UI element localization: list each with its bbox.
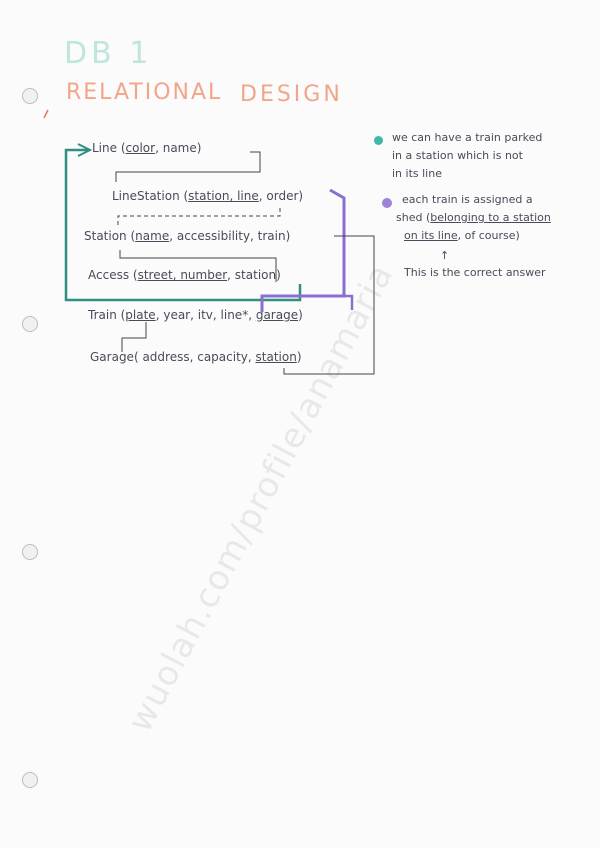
- arrow-line-linestation: [115, 151, 261, 182]
- up-arrow: ↑: [440, 249, 450, 262]
- relation-line: Line (color, name): [92, 141, 202, 155]
- arrow-garage-station: [283, 235, 375, 375]
- purple-bullet: [382, 198, 392, 208]
- note-2-text: shed (: [396, 211, 431, 224]
- note-2-underlined: on its line: [404, 229, 458, 242]
- teal-bullet: [374, 136, 383, 145]
- note-2-line-2: shed (belonging to a station: [396, 211, 551, 224]
- punch-hole: [22, 772, 38, 788]
- relation-garage: Garage( address, capacity, station): [90, 350, 302, 364]
- primary-key: color: [125, 141, 156, 155]
- punch-hole: [22, 316, 38, 332]
- attributes: station: [234, 268, 277, 282]
- relation-name: Station: [84, 229, 127, 243]
- tick-mark: [43, 109, 49, 119]
- attributes: name: [162, 141, 197, 155]
- note-2-text: , of course): [457, 229, 520, 242]
- punch-hole: [22, 544, 38, 560]
- foreign-key-line: line*: [220, 308, 249, 322]
- foreign-key-garage: garage: [255, 308, 299, 322]
- punch-hole: [22, 88, 38, 104]
- note-1-line-3: in its line: [392, 167, 442, 180]
- correct-answer-note: This is the correct answer: [404, 266, 546, 279]
- note-1-line-1: we can have a train parked: [392, 131, 543, 144]
- relation-access: Access (street, number, station): [88, 268, 281, 282]
- attributes: order: [266, 189, 299, 203]
- teal-arrowhead: [77, 143, 93, 157]
- arrow-linestation-station: [117, 208, 281, 226]
- relation-station: Station (name, accessibility, train): [84, 229, 291, 243]
- page-title-design: DESIGN: [240, 82, 343, 107]
- primary-key: street, number: [137, 268, 228, 282]
- page-title-relational: RELATIONAL: [66, 80, 223, 105]
- note-1-line-2: in a station which is not: [392, 149, 523, 162]
- relation-linestation: LineStation (station, line, order): [112, 189, 304, 203]
- arrow-train-garage: [121, 322, 147, 352]
- relation-name: LineStation: [112, 189, 180, 203]
- primary-key: plate: [125, 308, 156, 322]
- relation-train: Train (plate, year, itv, line*, garage): [88, 308, 303, 322]
- relation-name: Garage: [90, 350, 134, 364]
- purple-train-garage: [300, 294, 354, 310]
- relation-name: Access: [88, 268, 130, 282]
- note-2-underlined: belonging to a station: [430, 211, 551, 224]
- relation-name: Train: [88, 308, 117, 322]
- purple-arrow: [260, 188, 346, 312]
- relation-name: Line: [92, 141, 118, 155]
- primary-key: name: [135, 229, 170, 243]
- note-2-line-3: on its line, of course): [404, 229, 520, 242]
- primary-key: station, line: [188, 189, 259, 203]
- page-title-db: DB 1: [64, 36, 153, 71]
- attributes: accessibility, train: [176, 229, 286, 243]
- foreign-key-station: station: [255, 350, 297, 364]
- attributes: address, capacity,: [142, 350, 252, 364]
- attributes: year, itv,: [163, 308, 217, 322]
- note-2-line-1: each train is assigned a: [402, 193, 533, 206]
- arrow-access-station: [119, 250, 277, 282]
